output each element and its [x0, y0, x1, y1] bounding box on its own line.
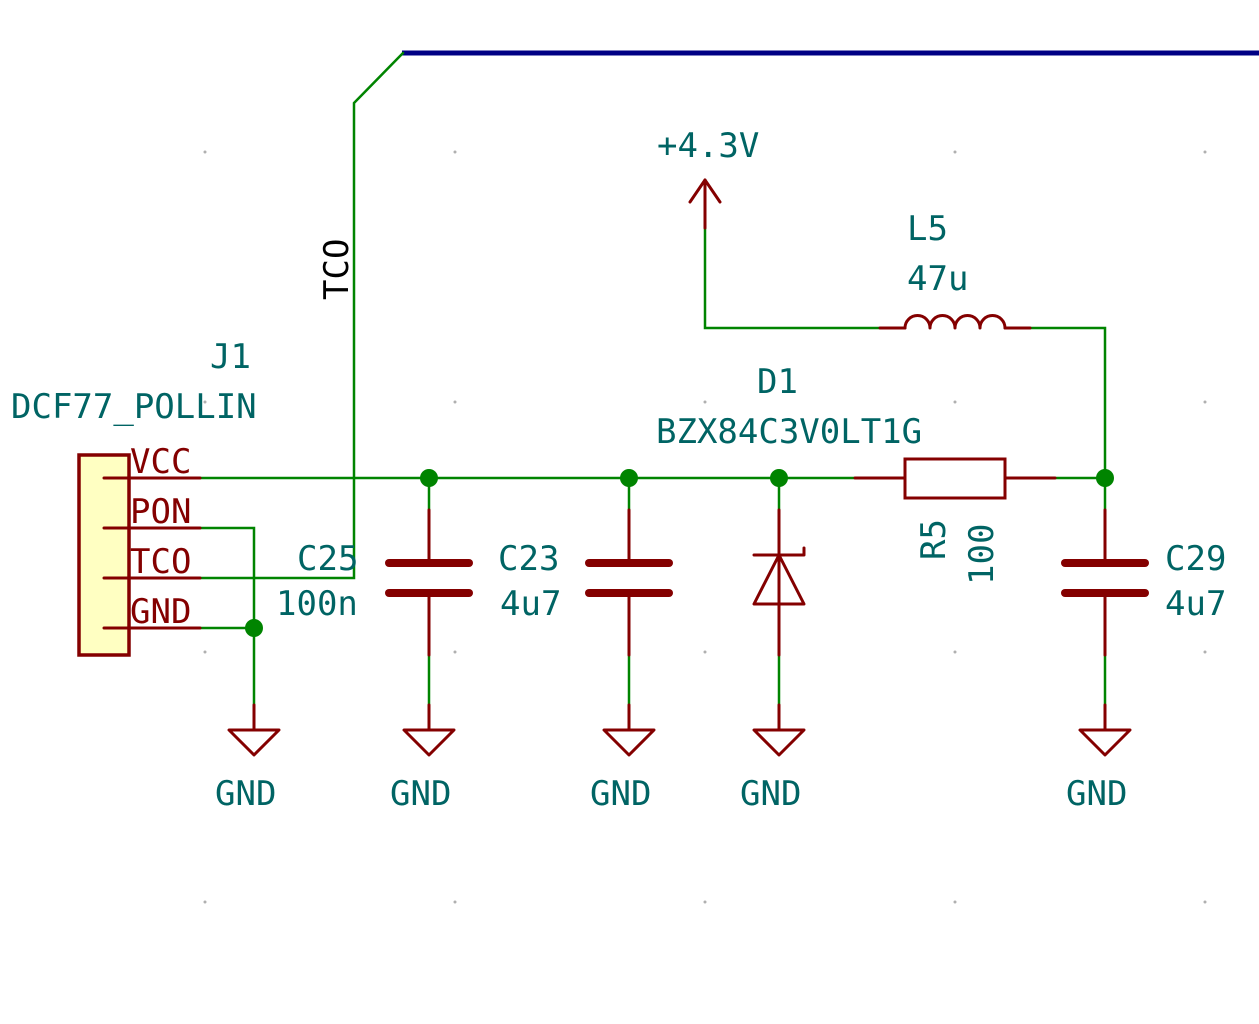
- gnd-label-c29: GND: [1066, 774, 1127, 814]
- power-label: +4.3V: [657, 126, 759, 166]
- inductor-l5: L5 47u: [878, 209, 1032, 330]
- l5-value: 47u: [907, 259, 968, 299]
- r5-reference: R5: [914, 519, 954, 560]
- connector-value: DCF77_POLLIN: [11, 387, 257, 427]
- gnd-label-c23: GND: [590, 774, 651, 814]
- capacitor-c25: C25 100n: [276, 508, 473, 657]
- gnd-symbol-c23: GND: [590, 703, 656, 814]
- junction-c25: [420, 469, 438, 487]
- c29-value: 4u7: [1165, 584, 1226, 624]
- pin-label-vcc: VCC: [130, 442, 191, 482]
- l5-reference: L5: [907, 209, 948, 249]
- wire-l5-power: [703, 226, 882, 330]
- gnd-label-j1: GND: [215, 774, 276, 814]
- c23-reference: C23: [498, 539, 559, 579]
- resistor-r5: R5 100: [853, 457, 1057, 585]
- junction-j1-gnd: [245, 619, 263, 637]
- gnd-symbol-j1: GND: [215, 703, 281, 814]
- junction-d1: [770, 469, 788, 487]
- zener-diode-d1: D1 BZX84C3V0LT1G: [656, 362, 922, 657]
- pin-label-tco: TCO: [130, 542, 191, 582]
- grid-dots: [203, 150, 1207, 904]
- c25-reference: C25: [297, 539, 358, 579]
- capacitor-c23: C23 4u7: [498, 508, 673, 657]
- c25-value: 100n: [276, 584, 358, 624]
- connector-reference: J1: [210, 337, 251, 377]
- gnd-label-d1: GND: [740, 774, 801, 814]
- gnd-label-c25: GND: [390, 774, 451, 814]
- wire-c29-l5: [1028, 326, 1107, 480]
- connector-body: [77, 453, 131, 657]
- gnd-symbol-c25: GND: [390, 703, 456, 814]
- net-label-tco: TCO: [317, 239, 357, 300]
- pin-label-pon: PON: [130, 492, 191, 532]
- junction-c29: [1096, 469, 1114, 487]
- d1-value: BZX84C3V0LT1G: [656, 412, 922, 452]
- wire-tco: [128, 51, 405, 580]
- r5-value: 100: [962, 524, 1002, 585]
- capacitor-c29: C29 4u7: [1061, 508, 1226, 657]
- power-symbol-4v3: +4.3V: [657, 126, 759, 230]
- junction-c23: [620, 469, 638, 487]
- c23-value: 4u7: [500, 584, 561, 624]
- gnd-symbol-c29: GND: [1066, 703, 1132, 814]
- connector-j1: VCC PON TCO GND J1 DCF77_POLLIN: [11, 337, 257, 657]
- pin-label-gnd: GND: [130, 592, 191, 632]
- d1-reference: D1: [757, 362, 798, 402]
- gnd-symbol-d1: GND: [740, 703, 806, 814]
- c29-reference: C29: [1165, 539, 1226, 579]
